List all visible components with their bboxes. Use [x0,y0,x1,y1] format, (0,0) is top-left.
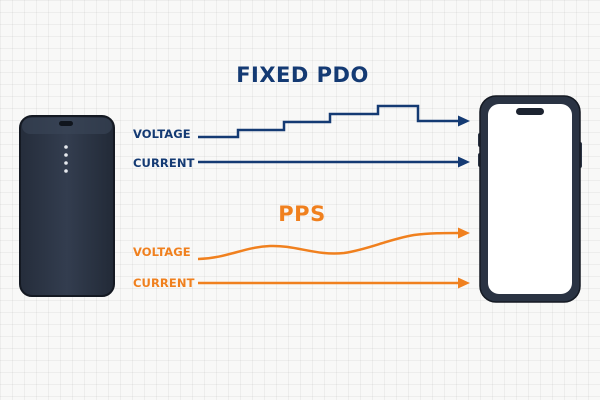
pps-voltage-signal [197,227,470,261]
pps-current-signal [198,277,470,289]
arrow-head-icon [458,227,470,239]
smartphone-icon [478,95,582,303]
arrow-head-icon [458,156,470,168]
arrow-head-icon [458,115,470,127]
usb-port-icon [59,121,73,126]
pps-title: PPS [278,202,326,226]
battery-led-indicator [64,145,68,173]
phone-screen [488,104,572,294]
fixed-pdo-title: FIXED PDO [236,63,369,87]
fixed-pdo-current-label: CURRENT [133,156,195,170]
fixed-pdo-current-signal [198,156,470,168]
arrow-head-icon [458,277,470,289]
fixed-pdo-voltage-signal [198,104,470,139]
phone-notch [516,108,544,115]
pps-voltage-label: VOLTAGE [133,245,191,259]
fixed-pdo-voltage-label: VOLTAGE [133,127,191,141]
pps-current-label: CURRENT [133,276,195,290]
power-bank-icon [19,115,115,297]
